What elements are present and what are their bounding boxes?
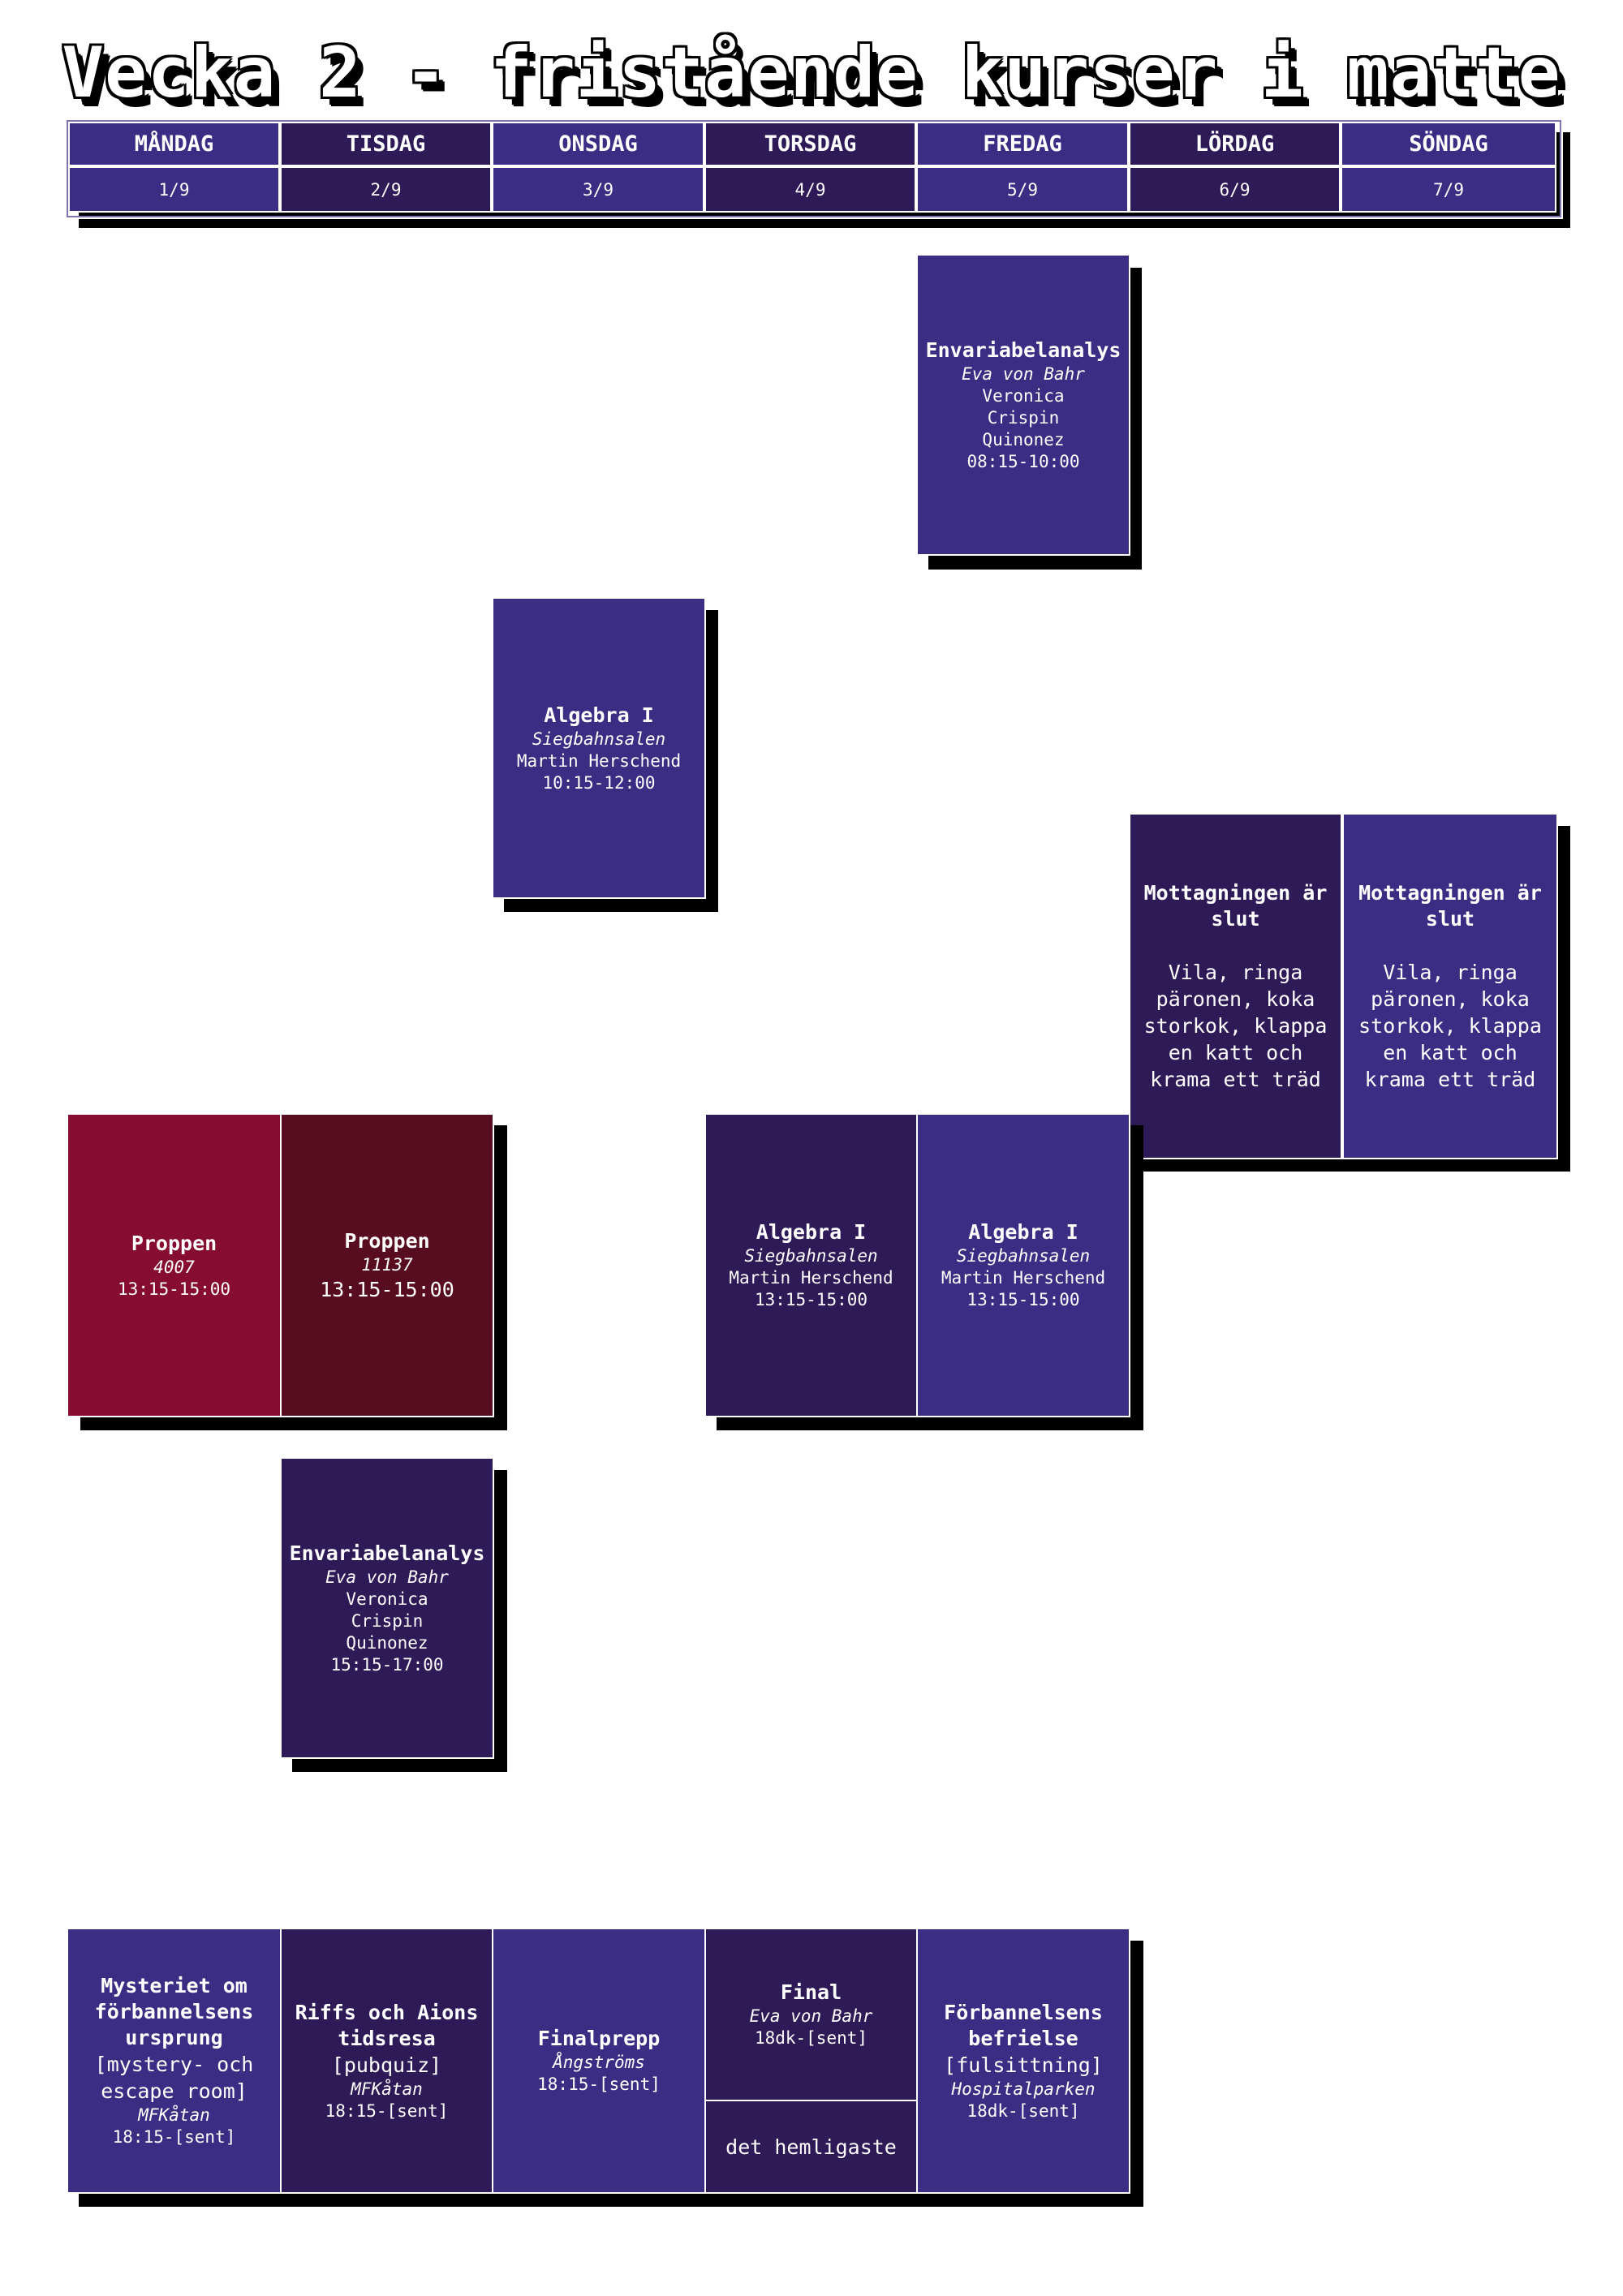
page-title: Vecka 2 - fristående kurser i matte xyxy=(62,32,1561,114)
event-text: det hemligaste xyxy=(725,2135,897,2159)
header-frame xyxy=(65,118,1563,219)
event-note: [pubquiz] xyxy=(331,2053,442,2077)
event-location: MFKåtan xyxy=(351,2079,423,2099)
event-title: Envariabelanalys xyxy=(289,1541,485,1565)
event-title: Envariabelanalys xyxy=(925,338,1121,362)
event-title: Proppen xyxy=(131,1231,217,1255)
event-location: Siegbahnsalen xyxy=(956,1246,1091,1266)
event-text: Vila, ringa päronen, koka storkok, klapp… xyxy=(1143,960,1328,1091)
event-title: Mysteriet om förbannelsens ursprung xyxy=(94,1974,254,2049)
event-title: Final xyxy=(780,1980,842,2004)
event-title: Proppen xyxy=(344,1228,430,1253)
day-header-tuesday: TISDAG xyxy=(280,122,492,166)
event-time: 13:15-15:00 xyxy=(320,1277,454,1301)
event-time: 18dk-[sent] xyxy=(754,2028,868,2048)
event-teacher: Martin Herschend xyxy=(941,1268,1106,1288)
event-friday-algebra[interactable]: Algebra I Siegbahnsalen Martin Herschend… xyxy=(916,1113,1130,1417)
event-time: 10:15-12:00 xyxy=(542,772,656,793)
date-wednesday: 3/9 xyxy=(492,166,704,213)
event-location: Eva von Bahr xyxy=(962,363,1085,384)
event-time: 13:15-15:00 xyxy=(754,1290,868,1309)
day-header-sunday: SÖNDAG xyxy=(1341,122,1556,166)
event-location: Hospitalparken xyxy=(951,2079,1096,2099)
event-monday-proppen[interactable]: Proppen 4007 13:15-15:00 xyxy=(67,1113,282,1417)
event-location: 11137 xyxy=(361,1254,413,1275)
event-friday-forbannelsens[interactable]: Förbannelsens befrielse [fulsittning] Ho… xyxy=(916,1928,1130,2194)
event-title: Finalprepp xyxy=(537,2027,661,2050)
event-monday-mysteriet[interactable]: Mysteriet om förbannelsens ursprung [mys… xyxy=(67,1928,282,2194)
event-time: 13:15-15:00 xyxy=(966,1290,1080,1309)
event-thursday-final[interactable]: Final Eva von Bahr 18dk-[sent] xyxy=(704,1928,918,2101)
event-saturday-mottagning[interactable]: Mottagningen är slut Vila, ringa päronen… xyxy=(1129,813,1342,1159)
event-title: Algebra I xyxy=(968,1220,1078,1244)
event-location: Siegbahnsalen xyxy=(532,729,666,749)
event-location: 4007 xyxy=(153,1257,195,1277)
event-tuesday-proppen[interactable]: Proppen 11137 13:15-15:00 xyxy=(280,1113,494,1417)
event-time: 18:15-[sent] xyxy=(325,2100,449,2121)
day-header-wednesday: ONSDAG xyxy=(492,122,704,166)
event-time: 15:15-17:00 xyxy=(330,1654,444,1675)
day-header-friday: FREDAG xyxy=(916,122,1129,166)
event-title: Algebra I xyxy=(544,703,654,727)
event-teacher: Veronica Crispin Quinonez xyxy=(982,385,1065,449)
event-location: Siegbahnsalen xyxy=(744,1246,878,1266)
day-header-thursday: TORSDAG xyxy=(704,122,916,166)
event-title: Mottagningen är slut xyxy=(1143,880,1328,931)
date-saturday: 6/9 xyxy=(1129,166,1341,213)
event-title: Mottagningen är slut xyxy=(1358,880,1542,931)
event-title: Riffs och Aions tidsresa xyxy=(295,2000,479,2050)
event-teacher: Veronica Crispin Quinonez xyxy=(346,1589,428,1653)
event-wednesday-algebra[interactable]: Algebra I Siegbahnsalen Martin Herschend… xyxy=(492,597,706,899)
event-title: Förbannelsens befrielse xyxy=(944,2000,1103,2050)
event-time: 18:15-[sent] xyxy=(537,2075,661,2094)
event-location: Ångströms xyxy=(553,2053,645,2072)
event-teacher: Martin Herschend xyxy=(729,1268,893,1288)
event-teacher: Martin Herschend xyxy=(516,750,682,771)
day-header-saturday: LÖRDAG xyxy=(1129,122,1341,166)
event-note: [fulsittning] xyxy=(944,2053,1103,2077)
event-tuesday-envariabelanalys[interactable]: Envariabelanalys Eva von Bahr Veronica C… xyxy=(280,1457,494,1759)
date-friday: 5/9 xyxy=(916,166,1129,213)
event-title: Algebra I xyxy=(756,1220,867,1244)
event-friday-envariabelanalys[interactable]: Envariabelanalys Eva von Bahr Veronica C… xyxy=(916,254,1130,556)
date-tuesday: 2/9 xyxy=(280,166,492,213)
event-location: MFKåtan xyxy=(138,2105,210,2125)
event-thursday-hemligaste[interactable]: det hemligaste xyxy=(704,2100,918,2194)
event-thursday-algebra[interactable]: Algebra I Siegbahnsalen Martin Herschend… xyxy=(704,1113,918,1417)
event-tuesday-riffs[interactable]: Riffs och Aions tidsresa [pubquiz] MFKåt… xyxy=(280,1928,493,2194)
event-time: 18:15-[sent] xyxy=(112,2127,236,2147)
event-location: Eva von Bahr xyxy=(325,1567,449,1587)
date-monday: 1/9 xyxy=(68,166,280,213)
date-sunday: 7/9 xyxy=(1341,166,1556,213)
event-wednesday-finalprepp[interactable]: Finalprepp Ångströms 18:15-[sent] xyxy=(492,1928,706,2194)
event-time: 13:15-15:00 xyxy=(117,1279,231,1299)
event-sunday-mottagning[interactable]: Mottagningen är slut Vila, ringa päronen… xyxy=(1342,813,1558,1159)
date-thursday: 4/9 xyxy=(704,166,916,213)
event-note: [mystery- och escape room] xyxy=(94,2053,254,2103)
day-header-monday: MÅNDAG xyxy=(68,122,280,166)
event-location: Eva von Bahr xyxy=(749,2006,873,2026)
event-time: 08:15-10:00 xyxy=(966,451,1080,471)
event-time: 18dk-[sent] xyxy=(966,2100,1080,2121)
event-text: Vila, ringa päronen, koka storkok, klapp… xyxy=(1358,960,1542,1091)
